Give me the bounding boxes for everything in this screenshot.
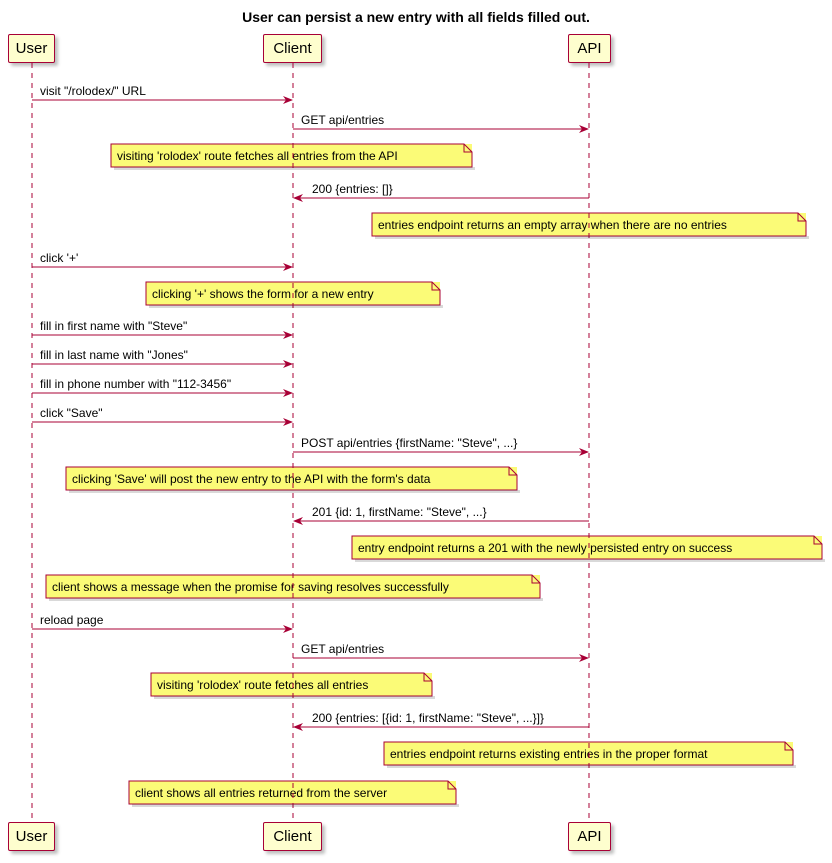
participant-client-top: Client [263, 34, 322, 63]
note: visiting 'rolodex' route fetches all ent… [151, 673, 432, 696]
participant-api-bottom: API [568, 822, 611, 851]
message-label: 200 {entries: []} [312, 182, 393, 196]
note: entry endpoint returns a 201 with the ne… [352, 536, 822, 559]
note-shadow [375, 236, 809, 239]
message-label: POST api/entries {firstName: "Steve", ..… [301, 436, 518, 450]
message-label: click '+' [40, 251, 79, 265]
note: visiting 'rolodex' route fetches all ent… [111, 144, 472, 167]
note-shadow [154, 696, 435, 699]
message-label: fill in phone number with "112-3456" [40, 377, 232, 391]
message-label: 200 {entries: [{id: 1, firstName: "Steve… [312, 711, 544, 725]
note-shadow [387, 765, 796, 768]
message-label: 201 {id: 1, firstName: "Steve", ...} [312, 505, 487, 519]
note: clicking 'Save' will post the new entry … [66, 467, 517, 490]
note: clicking '+' shows the form for a new en… [146, 282, 440, 305]
note: client shows all entries returned from t… [129, 781, 456, 804]
diagram-title: User can persist a new entry with all fi… [242, 9, 590, 25]
participant-user-bottom: User [8, 822, 55, 851]
note-shadow [69, 490, 520, 493]
note-shadow [355, 559, 825, 562]
message-label: GET api/entries [301, 113, 385, 127]
participant-client-bottom: Client [263, 822, 322, 851]
note-shadow [149, 305, 443, 308]
note-shadow [132, 804, 459, 807]
message-label: GET api/entries [301, 642, 385, 656]
note: entries endpoint returns existing entrie… [384, 742, 793, 765]
participant-api-top: API [568, 34, 611, 63]
message-label: visit "/rolodex/" URL [40, 84, 146, 98]
message-label: click "Save" [40, 406, 103, 420]
message-label: fill in first name with "Steve" [40, 319, 188, 333]
note: entries endpoint returns an empty array … [372, 213, 806, 236]
note: client shows a message when the promise … [46, 575, 540, 598]
participant-user-top: User [8, 34, 55, 63]
message-label: reload page [40, 613, 104, 627]
note-shadow [114, 167, 475, 170]
message-label: fill in last name with "Jones" [40, 348, 188, 362]
note-shadow [49, 598, 543, 601]
